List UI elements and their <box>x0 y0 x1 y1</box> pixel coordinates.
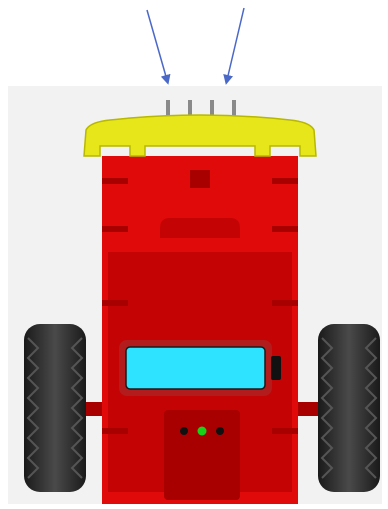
battery-terminal <box>271 356 281 380</box>
led-green <box>198 427 207 436</box>
battery-fill <box>126 347 265 389</box>
right-wheel <box>318 324 380 492</box>
battery <box>119 340 281 396</box>
left-wheel <box>24 324 86 492</box>
left-tire <box>24 324 86 492</box>
arrow-right <box>227 8 244 80</box>
chassis-top-block <box>160 218 240 238</box>
control-block <box>164 410 240 500</box>
right-tire <box>318 324 380 492</box>
led-black-left <box>180 427 188 435</box>
chassis <box>102 156 298 504</box>
arrow-left <box>147 10 167 80</box>
led-black-right <box>216 427 224 435</box>
